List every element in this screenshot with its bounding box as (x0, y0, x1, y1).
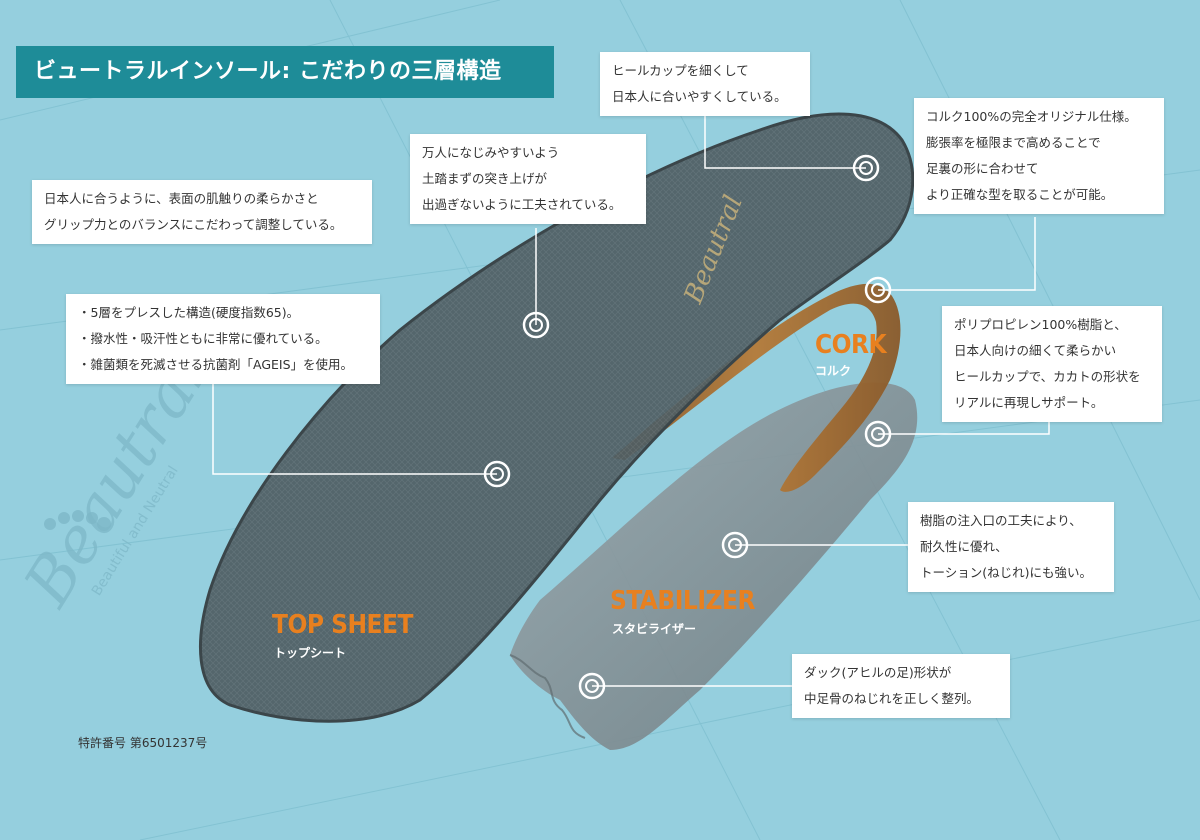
callout-line: 樹脂の注入口の工夫により、 (920, 513, 1082, 528)
callout-line: リアルに再現しサポート。 (954, 395, 1104, 410)
callout-line: 日本人に合うように、表面の肌触りの柔らかさと (44, 191, 319, 206)
callout-line: 耐久性に優れ、 (920, 539, 1008, 554)
callout-polypropylene: ポリプロピレン100%樹脂と、 日本人向けの細くて柔らかい ヒールカップで、カカ… (942, 306, 1162, 422)
callout-line: より正確な型を取ることが可能。 (926, 187, 1114, 202)
beautral-watermark-logo: Beautral Beautiful and Neutral (10, 342, 221, 619)
cork-sublabel: コルク (815, 364, 852, 378)
leader-lines (212, 112, 1050, 687)
target-marker-cork (864, 276, 892, 304)
callout-line: 膨張率を極限まで高めることで (926, 135, 1101, 150)
cork-layer (612, 283, 901, 492)
callout-line: 足裏の形に合わせて (926, 161, 1039, 176)
top-sheet-label: TOP SHEET (272, 610, 413, 640)
target-marker-heel-cup (852, 154, 880, 182)
callout-line: 日本人向けの細くて柔らかい (954, 343, 1117, 358)
callout-resin: 樹脂の注入口の工夫により、 耐久性に優れ、 トーション(ねじれ)にも強い。 (908, 502, 1114, 592)
footprint-icon (44, 510, 111, 531)
stabilizer-sublabel: スタビライザー (612, 622, 697, 636)
target-marker-heel-support (864, 420, 892, 448)
callout-line: ・雑菌類を死滅させる抗菌剤「AGEIS」を使用。 (78, 357, 354, 372)
callout-line: 万人になじみやすいよう (422, 145, 560, 160)
callout-cork: コルク100%の完全オリジナル仕様。 膨張率を極限まで高めることで 足裏の形に合… (914, 98, 1164, 214)
callout-line: グリップ力とのバランスにこだわって調整している。 (44, 217, 343, 232)
patent-number: 特許番号 第6501237号 (78, 736, 208, 750)
stabilizer-label: STABILIZER (610, 586, 755, 616)
callout-toe-rise: 万人になじみやすいよう 土踏まずの突き上げが 出過ぎないように工夫されている。 (410, 134, 646, 224)
target-marker-top-sheet (483, 460, 511, 488)
callout-line: コルク100%の完全オリジナル仕様。 (926, 109, 1137, 124)
callout-structure: ・5層をプレスした構造(硬度指数65)。 ・撥水性・吸汗性ともに非常に優れている… (66, 294, 380, 384)
target-marker-arch (522, 311, 550, 339)
callout-line: 日本人に合いやすくしている。 (612, 89, 787, 104)
callout-line: ・撥水性・吸汗性ともに非常に優れている。 (78, 331, 328, 346)
callout-line: ・5層をプレスした構造(硬度指数65)。 (78, 305, 300, 320)
callout-line: ダック(アヒルの足)形状が (804, 665, 952, 680)
cork-label: CORK (815, 330, 887, 360)
callout-surface: 日本人に合うように、表面の肌触りの柔らかさと グリップ力とのバランスにこだわって… (32, 180, 372, 244)
target-marker-resin (721, 531, 749, 559)
callout-line: ヒールカップを細くして (612, 63, 749, 78)
target-marker-duck (578, 672, 606, 700)
callout-line: 土踏まずの突き上げが (422, 171, 548, 186)
callout-line: 中足骨のねじれを正しく整列。 (804, 691, 980, 706)
callout-line: ポリプロピレン100%樹脂と、 (954, 317, 1127, 332)
top-sheet-sublabel: トップシート (274, 646, 347, 660)
callout-line: ヒールカップで、カカトの形状を (954, 369, 1141, 384)
callout-heel-cup: ヒールカップを細くして 日本人に合いやすくしている。 (600, 52, 810, 116)
page-title: ビュートラルインソール: こだわりの三層構造 (16, 46, 554, 98)
callout-line: 出過ぎないように工夫されている。 (422, 197, 622, 212)
callout-duck: ダック(アヒルの足)形状が 中足骨のねじれを正しく整列。 (792, 654, 1010, 718)
callout-line: トーション(ねじれ)にも強い。 (920, 565, 1093, 580)
stabilizer-toe-waves (509, 654, 586, 739)
top-sheet-layer (200, 113, 913, 722)
target-markers (483, 154, 892, 700)
svg-text:Beautral: Beautral (10, 342, 221, 619)
top-sheet-edge (199, 112, 915, 723)
